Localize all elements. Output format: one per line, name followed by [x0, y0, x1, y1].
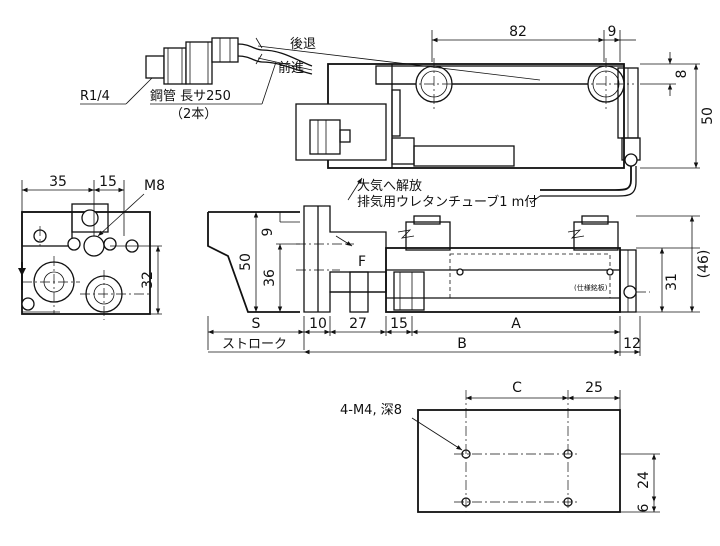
dim-31: 31 [664, 273, 680, 291]
dim-32: 32 [140, 271, 156, 289]
dim-46: (46) [696, 250, 712, 279]
label-pipe: 鋼管 長サ250 [150, 89, 231, 104]
dim-B: B [457, 336, 467, 352]
dim-6: 6 [636, 503, 652, 512]
dim-15-bottom: 15 [390, 316, 408, 332]
end-view: 35 15 M8 32 [18, 174, 165, 320]
dim-C: C [512, 380, 522, 396]
dim-A: A [511, 316, 521, 332]
dim-50-right: 50 [700, 107, 716, 125]
dim-82: 82 [509, 24, 527, 40]
hex-nut-right [578, 58, 634, 112]
side-view: (仕様銘板) 50 36 9 F 31 (46) S 10 [207, 205, 712, 356]
pipe-fitting [145, 37, 263, 85]
dim-9-top: 9 [608, 24, 617, 40]
dim-27: 27 [349, 316, 367, 332]
base-plate-view: C 25 4-M4, 深8 24 6 [340, 380, 660, 513]
dim-50-side: 50 [238, 253, 254, 271]
label-advance: 前進 [278, 60, 304, 76]
dim-24: 24 [636, 471, 652, 489]
dim-10: 10 [309, 316, 327, 332]
dim-15-top: 15 [99, 174, 117, 190]
dim-35: 35 [49, 174, 67, 190]
dim-36: 36 [262, 269, 278, 287]
dim-12: 12 [623, 336, 641, 352]
label-exhaust-open: 大気へ解放 [357, 178, 422, 194]
top-view: 82 9 8 50 後退 前進 R1/4 鋼管 長サ250 （2本） 大気へ解放… [80, 24, 716, 210]
dim-8: 8 [674, 70, 690, 79]
dim-25: 25 [585, 380, 603, 396]
label-nameplate: (仕様銘板) [574, 283, 608, 292]
dim-S: S [252, 316, 261, 332]
label-force: F [358, 254, 366, 270]
hex-nut-left [406, 58, 462, 112]
label-thread-m8: M8 [144, 178, 165, 194]
label-retreat: 後退 [290, 37, 316, 52]
label-pipe-qty: （2本） [170, 107, 217, 122]
label-port: R1/4 [80, 89, 110, 104]
label-tapped-holes: 4-M4, 深8 [340, 403, 402, 418]
label-stroke: ストローク [222, 337, 287, 352]
mounting-holes [454, 390, 580, 512]
dim-9-side: 9 [260, 228, 276, 237]
label-exhaust-tube: 排気用ウレタンチューブ1 m付 [357, 194, 537, 210]
